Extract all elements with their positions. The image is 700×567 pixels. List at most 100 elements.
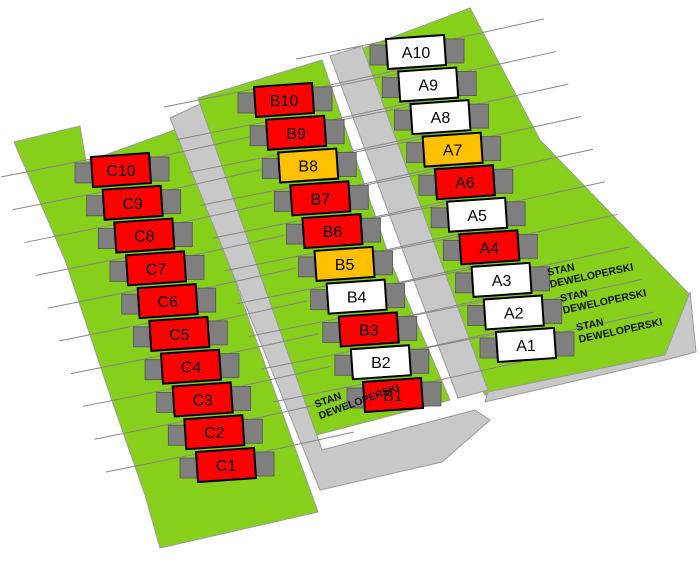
garage-left-a8 (394, 109, 413, 131)
unit-shape-b2 (349, 344, 412, 381)
plot-division-right-b8 (336, 132, 437, 156)
unit-b2[interactable]: B2 (349, 344, 412, 381)
unit-a4[interactable]: A4 (458, 229, 521, 266)
unit-b7[interactable]: B7 (289, 180, 352, 217)
unit-a9[interactable]: A9 (397, 66, 460, 103)
unit-label-c2: C2 (204, 425, 225, 442)
garage-left-c10 (74, 162, 94, 184)
plot-division-right-a8 (468, 83, 569, 107)
unit-shape-c1 (194, 446, 258, 484)
plot-division-right-a9 (456, 51, 557, 75)
unit-c2[interactable]: C2 (183, 414, 246, 451)
unit-b8[interactable]: B8 (277, 147, 340, 184)
plot-division-right-c3 (230, 365, 331, 389)
garage-left-a10 (369, 44, 389, 66)
garage-left-b6 (286, 223, 305, 245)
unit-a7[interactable]: A7 (421, 131, 484, 168)
plot-division-b3 (248, 317, 339, 337)
unit-shape-a1 (494, 326, 558, 364)
unit-shape-b10 (252, 81, 316, 119)
stan-label-a2-line1: STAN (575, 316, 605, 334)
garage-left-a5 (430, 207, 450, 229)
unit-c9[interactable]: C9 (101, 184, 164, 221)
unit-shape-b3 (337, 311, 400, 348)
unit-a2[interactable]: A2 (482, 294, 545, 331)
unit-label-c9: C9 (122, 196, 143, 213)
garage-left-b3 (322, 322, 342, 343)
garage-left-a3 (455, 272, 474, 294)
unit-label-b7: B7 (311, 191, 331, 208)
unit-a3[interactable]: A3 (470, 261, 533, 298)
garage-left-a9 (381, 77, 401, 98)
unit-b10[interactable]: B10 (252, 81, 316, 119)
plot-division-b2 (260, 350, 351, 370)
unit-c7[interactable]: C7 (124, 250, 188, 287)
unit-a10[interactable]: A10 (384, 33, 448, 71)
unit-label-c4: C4 (181, 360, 202, 377)
unit-shape-b6 (301, 213, 364, 250)
plot-division-right-c9 (160, 169, 261, 193)
unit-a8[interactable]: A8 (409, 99, 472, 136)
unit-shape-a7 (421, 131, 484, 168)
unit-label-a4: A4 (480, 240, 500, 257)
unit-label-b2: B2 (371, 355, 391, 372)
plot-division-c2 (94, 420, 185, 440)
unit-label-b8: B8 (298, 159, 318, 176)
unit-c5[interactable]: C5 (148, 315, 211, 352)
unit-label-b1: B1 (383, 388, 403, 405)
unit-a5[interactable]: A5 (446, 196, 509, 233)
unit-shape-a5 (446, 196, 509, 233)
plot-division-right-c1 (253, 431, 355, 455)
unit-shape-b1 (361, 376, 425, 414)
plot-division-right-c2 (242, 398, 343, 422)
unit-b5[interactable]: B5 (313, 245, 376, 282)
unit-label-b3: B3 (359, 322, 379, 339)
unit-a1[interactable]: A1 (494, 326, 558, 364)
garage-left-c6 (121, 293, 141, 315)
unit-shape-b4 (325, 278, 388, 315)
unit-c1[interactable]: C1 (194, 446, 258, 484)
garage-left-c1 (179, 457, 199, 479)
plot-division-right-a3 (529, 246, 630, 270)
unit-label-b9: B9 (286, 126, 306, 143)
unit-label-b5: B5 (335, 257, 355, 274)
unit-b3[interactable]: B3 (337, 311, 400, 348)
plot-division-right-a1 (553, 311, 655, 335)
plot-division-c6 (47, 289, 138, 309)
unit-b6[interactable]: B6 (301, 213, 364, 250)
plot-division-right-a5 (505, 181, 606, 205)
plot-division-right-c10 (148, 136, 250, 160)
unit-b9[interactable]: B9 (265, 114, 328, 151)
unit-label-a1: A1 (516, 338, 536, 355)
unit-shape-b9 (265, 114, 328, 151)
unit-shape-c10 (89, 151, 153, 189)
plot-division-right-b5 (372, 230, 473, 254)
plot-division-right-b3 (396, 295, 497, 319)
road-right (329, 45, 489, 399)
unit-a6[interactable]: A6 (433, 164, 496, 201)
garage-left-b7 (273, 190, 293, 212)
plot-division-right-c7 (183, 234, 285, 258)
plot-division-right-b10 (311, 66, 413, 90)
unit-shape-a2 (482, 294, 545, 331)
unit-c3[interactable]: C3 (171, 381, 234, 418)
unit-c8[interactable]: C8 (113, 217, 176, 254)
unit-label-b10: B10 (270, 93, 299, 110)
unit-shape-a9 (397, 66, 460, 103)
unit-c6[interactable]: C6 (136, 283, 199, 320)
unit-label-c3: C3 (192, 392, 213, 409)
plot-division-right-c8 (172, 202, 273, 226)
unit-b1[interactable]: B1 (361, 376, 425, 414)
unit-shape-c6 (136, 283, 199, 320)
unit-c10[interactable]: C10 (89, 151, 153, 189)
garage-left-a6 (418, 174, 438, 196)
unit-b4[interactable]: B4 (325, 278, 388, 315)
garage-left-a7 (406, 142, 426, 164)
garage-left-c7 (109, 260, 129, 282)
unit-label-a7: A7 (443, 143, 463, 160)
plot-division-right-b9 (324, 99, 425, 123)
unit-shape-a8 (409, 99, 472, 136)
unit-c4[interactable]: C4 (159, 348, 223, 385)
stan-label-a4-line1: STAN (546, 261, 576, 279)
unit-label-a10: A10 (402, 45, 431, 62)
